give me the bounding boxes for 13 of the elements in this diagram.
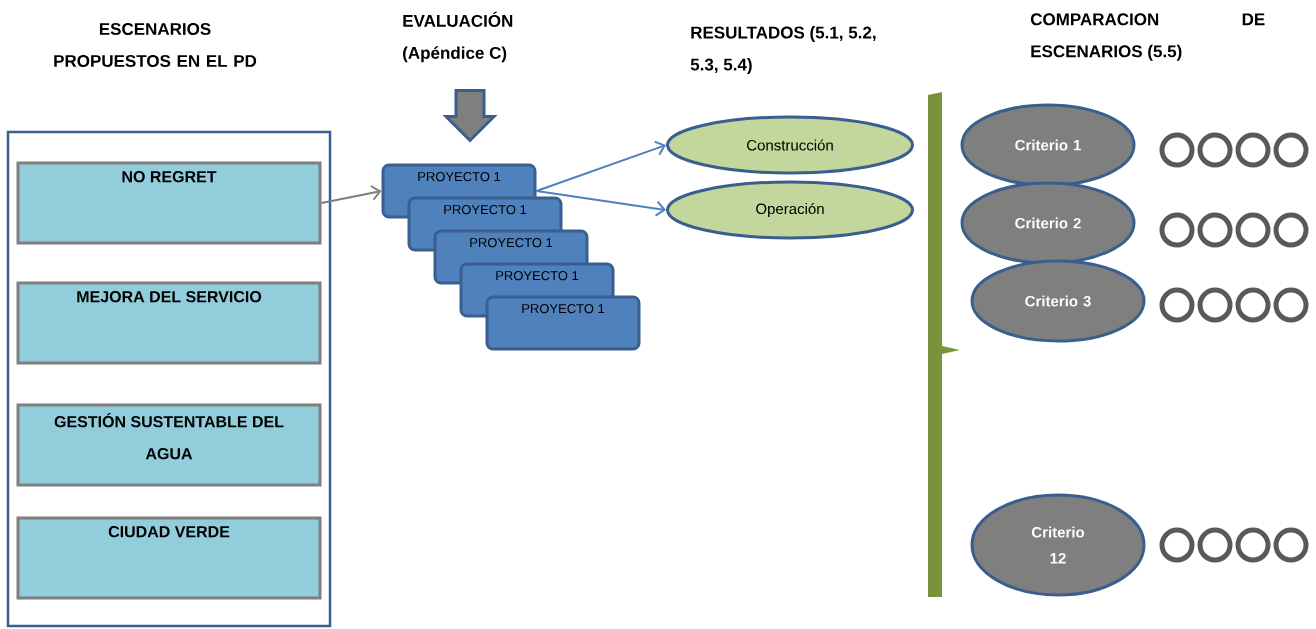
scenario-box: GESTIÓN SUSTENTABLE DEL AGUA (16, 403, 322, 487)
scenario-box: NO REGRET (16, 161, 322, 245)
column-heading: COMPARACION DE ESCENARIOS (5.5) (1030, 13, 1265, 61)
scenario-box: MEJORA DEL SERVICIO (16, 281, 322, 365)
project-box: PROYECTO 1 (485, 295, 641, 351)
column-heading: RESULTADOS (5.1, 5.2, 5.3, 5.4) (690, 26, 876, 74)
scenario-box: CIUDAD VERDE (16, 516, 322, 600)
arrow (535, 140, 666, 192)
column-heading: EVALUACIÓN (Apéndice C) (403, 11, 513, 63)
arrow (320, 185, 382, 204)
column-heading: ESCENARIOS PROPUESTOS EN EL PD (54, 23, 257, 67)
scenario-panel (6, 130, 332, 628)
arrow (535, 190, 666, 217)
